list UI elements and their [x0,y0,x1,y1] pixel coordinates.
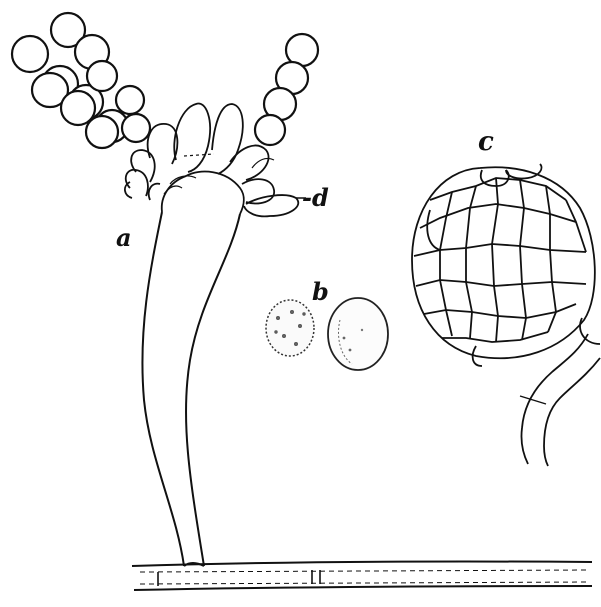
spore-chain-left-inner [32,13,150,148]
label-b: b [312,277,329,306]
spore-chain-right [255,34,318,145]
spore-pair-b [266,298,388,370]
label-c: c [478,127,494,157]
label-d: -d [302,183,329,212]
substrate-hypha [132,562,592,591]
label-a: a [116,223,132,252]
conidiophore-stalk [142,212,240,566]
fruiting-body-c [412,164,600,466]
